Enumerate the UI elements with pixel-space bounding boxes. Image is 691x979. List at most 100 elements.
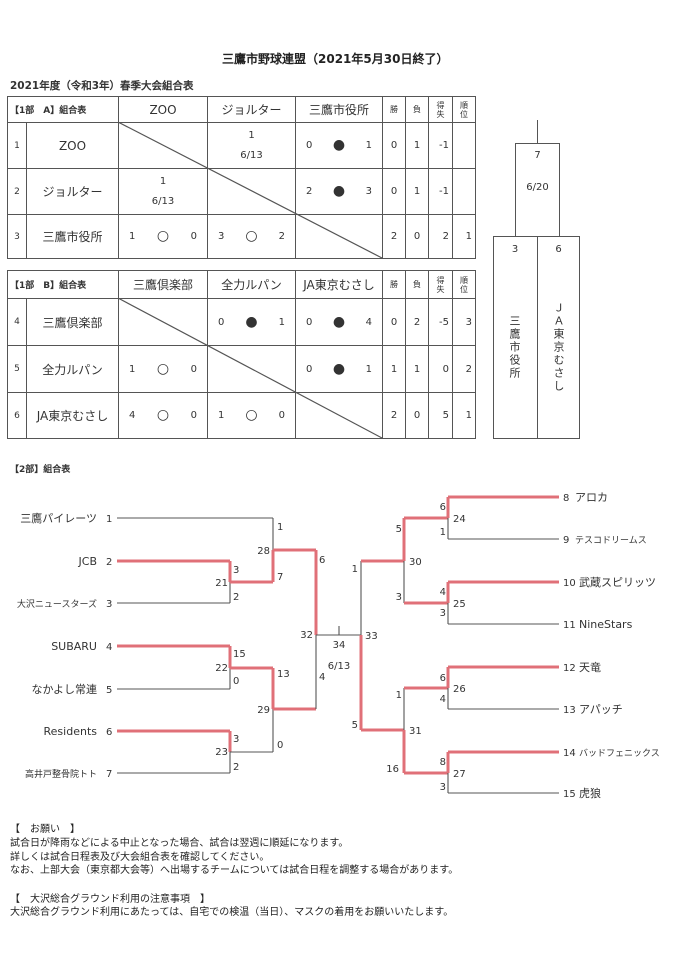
rank: 2 (452, 345, 476, 393)
score: 8 (440, 757, 446, 768)
team-seed: 3 (106, 599, 112, 610)
loss-mark-icon: ● (332, 360, 346, 377)
match-number: 33 (365, 631, 378, 642)
result-cell: 0●4 (295, 298, 383, 346)
score: 4 (440, 587, 446, 598)
score: 3 (396, 592, 402, 603)
team-name: 大沢ニュースターズ (17, 598, 97, 610)
team-name: ジョルター (25, 168, 120, 215)
team-name: 三鷹パイレーツ (20, 511, 97, 525)
score-for: 0 (306, 363, 313, 375)
self-match-cell (295, 392, 383, 439)
division2-title: 【2部】組合表 (10, 465, 71, 475)
team-seed: 10 (563, 578, 576, 589)
match-number: 21 (215, 578, 228, 589)
score: 5 (396, 524, 402, 535)
final-teams-box (493, 236, 580, 439)
team-name: JA東京むさし (26, 392, 119, 439)
score: 3 (233, 734, 239, 745)
wins: 2 (382, 214, 407, 259)
result-cell: 0●1 (207, 298, 296, 346)
score-against: 1 (365, 363, 372, 375)
request-line: 詳しくは試合日程表及び大会組合表を確認してください。 (10, 852, 270, 863)
score: 2 (233, 592, 239, 603)
table-title: 【1部 B】組合表 (7, 270, 119, 299)
score: 1 (352, 564, 358, 575)
team-seed: 13 (563, 705, 576, 716)
score: 5 (352, 720, 358, 731)
team-seed: 7 (106, 769, 112, 780)
match-number: 24 (453, 514, 466, 525)
team-name: Residents (44, 725, 98, 738)
final-match-number: 7 (534, 150, 541, 161)
run-differential: -1 (428, 122, 454, 169)
score: 3 (440, 608, 446, 619)
column-header: 三鷹市役所 (295, 96, 384, 123)
score: 2 (233, 762, 239, 773)
team-seed: 8 (563, 493, 569, 504)
request-line: 試合日が降雨などによる中止となった場合、試合は翌週に順延になります。 (10, 838, 349, 849)
document-subtitle: 2021年度（令和3年）春季大会組合表 (10, 80, 194, 92)
final-left-team: 三鷹市役所 (508, 315, 521, 380)
score: 6 (440, 502, 446, 513)
losses: 2 (405, 298, 429, 346)
wins: 2 (382, 392, 406, 439)
match-number: 25 (453, 599, 466, 610)
win-mark-icon: ○ (156, 407, 170, 423)
team-name: 天竜 (579, 660, 601, 674)
team-name: SUBARU (51, 640, 97, 653)
self-match-cell (207, 345, 296, 393)
match-number: 31 (409, 726, 422, 737)
team-name: 虎狼 (579, 786, 601, 800)
stat-header: 得失 (428, 96, 454, 123)
team-seed: 2 (106, 557, 112, 568)
column-header: 全力ルパン (207, 270, 296, 299)
score-against: 0 (278, 410, 285, 421)
match-date: 6/13 (328, 661, 350, 672)
score-for: 1 (129, 363, 136, 375)
score: 6 (440, 673, 446, 684)
final-right-seed: 6 (555, 244, 562, 255)
team-name: テスコドリームス (575, 535, 647, 546)
score: 1 (396, 690, 402, 701)
win-mark-icon: ○ (156, 360, 170, 377)
rank: 1 (452, 392, 476, 439)
match-number: 23 (215, 747, 228, 758)
final-left-seed: 3 (511, 244, 519, 255)
match-number: 27 (453, 769, 466, 780)
score-for: 0 (218, 316, 225, 328)
result-cell: 1○0 (118, 345, 208, 393)
team-seed: 6 (106, 727, 112, 738)
match-number: 29 (257, 705, 270, 716)
final-right-team: ＪＡ東京むさし (552, 302, 565, 393)
team-name: 武蔵スピリッツ (579, 576, 656, 589)
stat-header: 順位 (452, 270, 476, 299)
score-against: 4 (365, 316, 372, 328)
request-title: 【 お願い 】 (10, 824, 80, 835)
team-name: JCB (78, 555, 97, 568)
score: 3 (440, 782, 446, 793)
score-against: 0 (190, 410, 197, 421)
team-name: 三鷹倶楽部 (26, 298, 119, 346)
team-name: NineStars (579, 618, 633, 631)
team-seed: 9 (563, 535, 569, 546)
run-differential: -5 (428, 298, 453, 346)
score: 1 (440, 527, 446, 538)
score: 15 (233, 649, 246, 660)
rank: 3 (452, 298, 476, 346)
rank: 1 (452, 214, 477, 259)
match-number: 22 (215, 663, 228, 674)
score: 3 (233, 565, 239, 576)
loss-mark-icon: ● (332, 313, 346, 330)
team-seed: 1 (106, 514, 112, 525)
result-cell: 1○0 (207, 392, 296, 439)
final-match-date: 6/20 (526, 182, 549, 193)
team-name: なかよし常連 (32, 682, 97, 696)
team-name: バッドフェニックス (579, 748, 660, 759)
ground-notice-title: 【 大沢総合グラウンド利用の注意事項 】 (10, 894, 210, 905)
score: 7 (277, 572, 283, 583)
match-number: 30 (409, 557, 422, 568)
